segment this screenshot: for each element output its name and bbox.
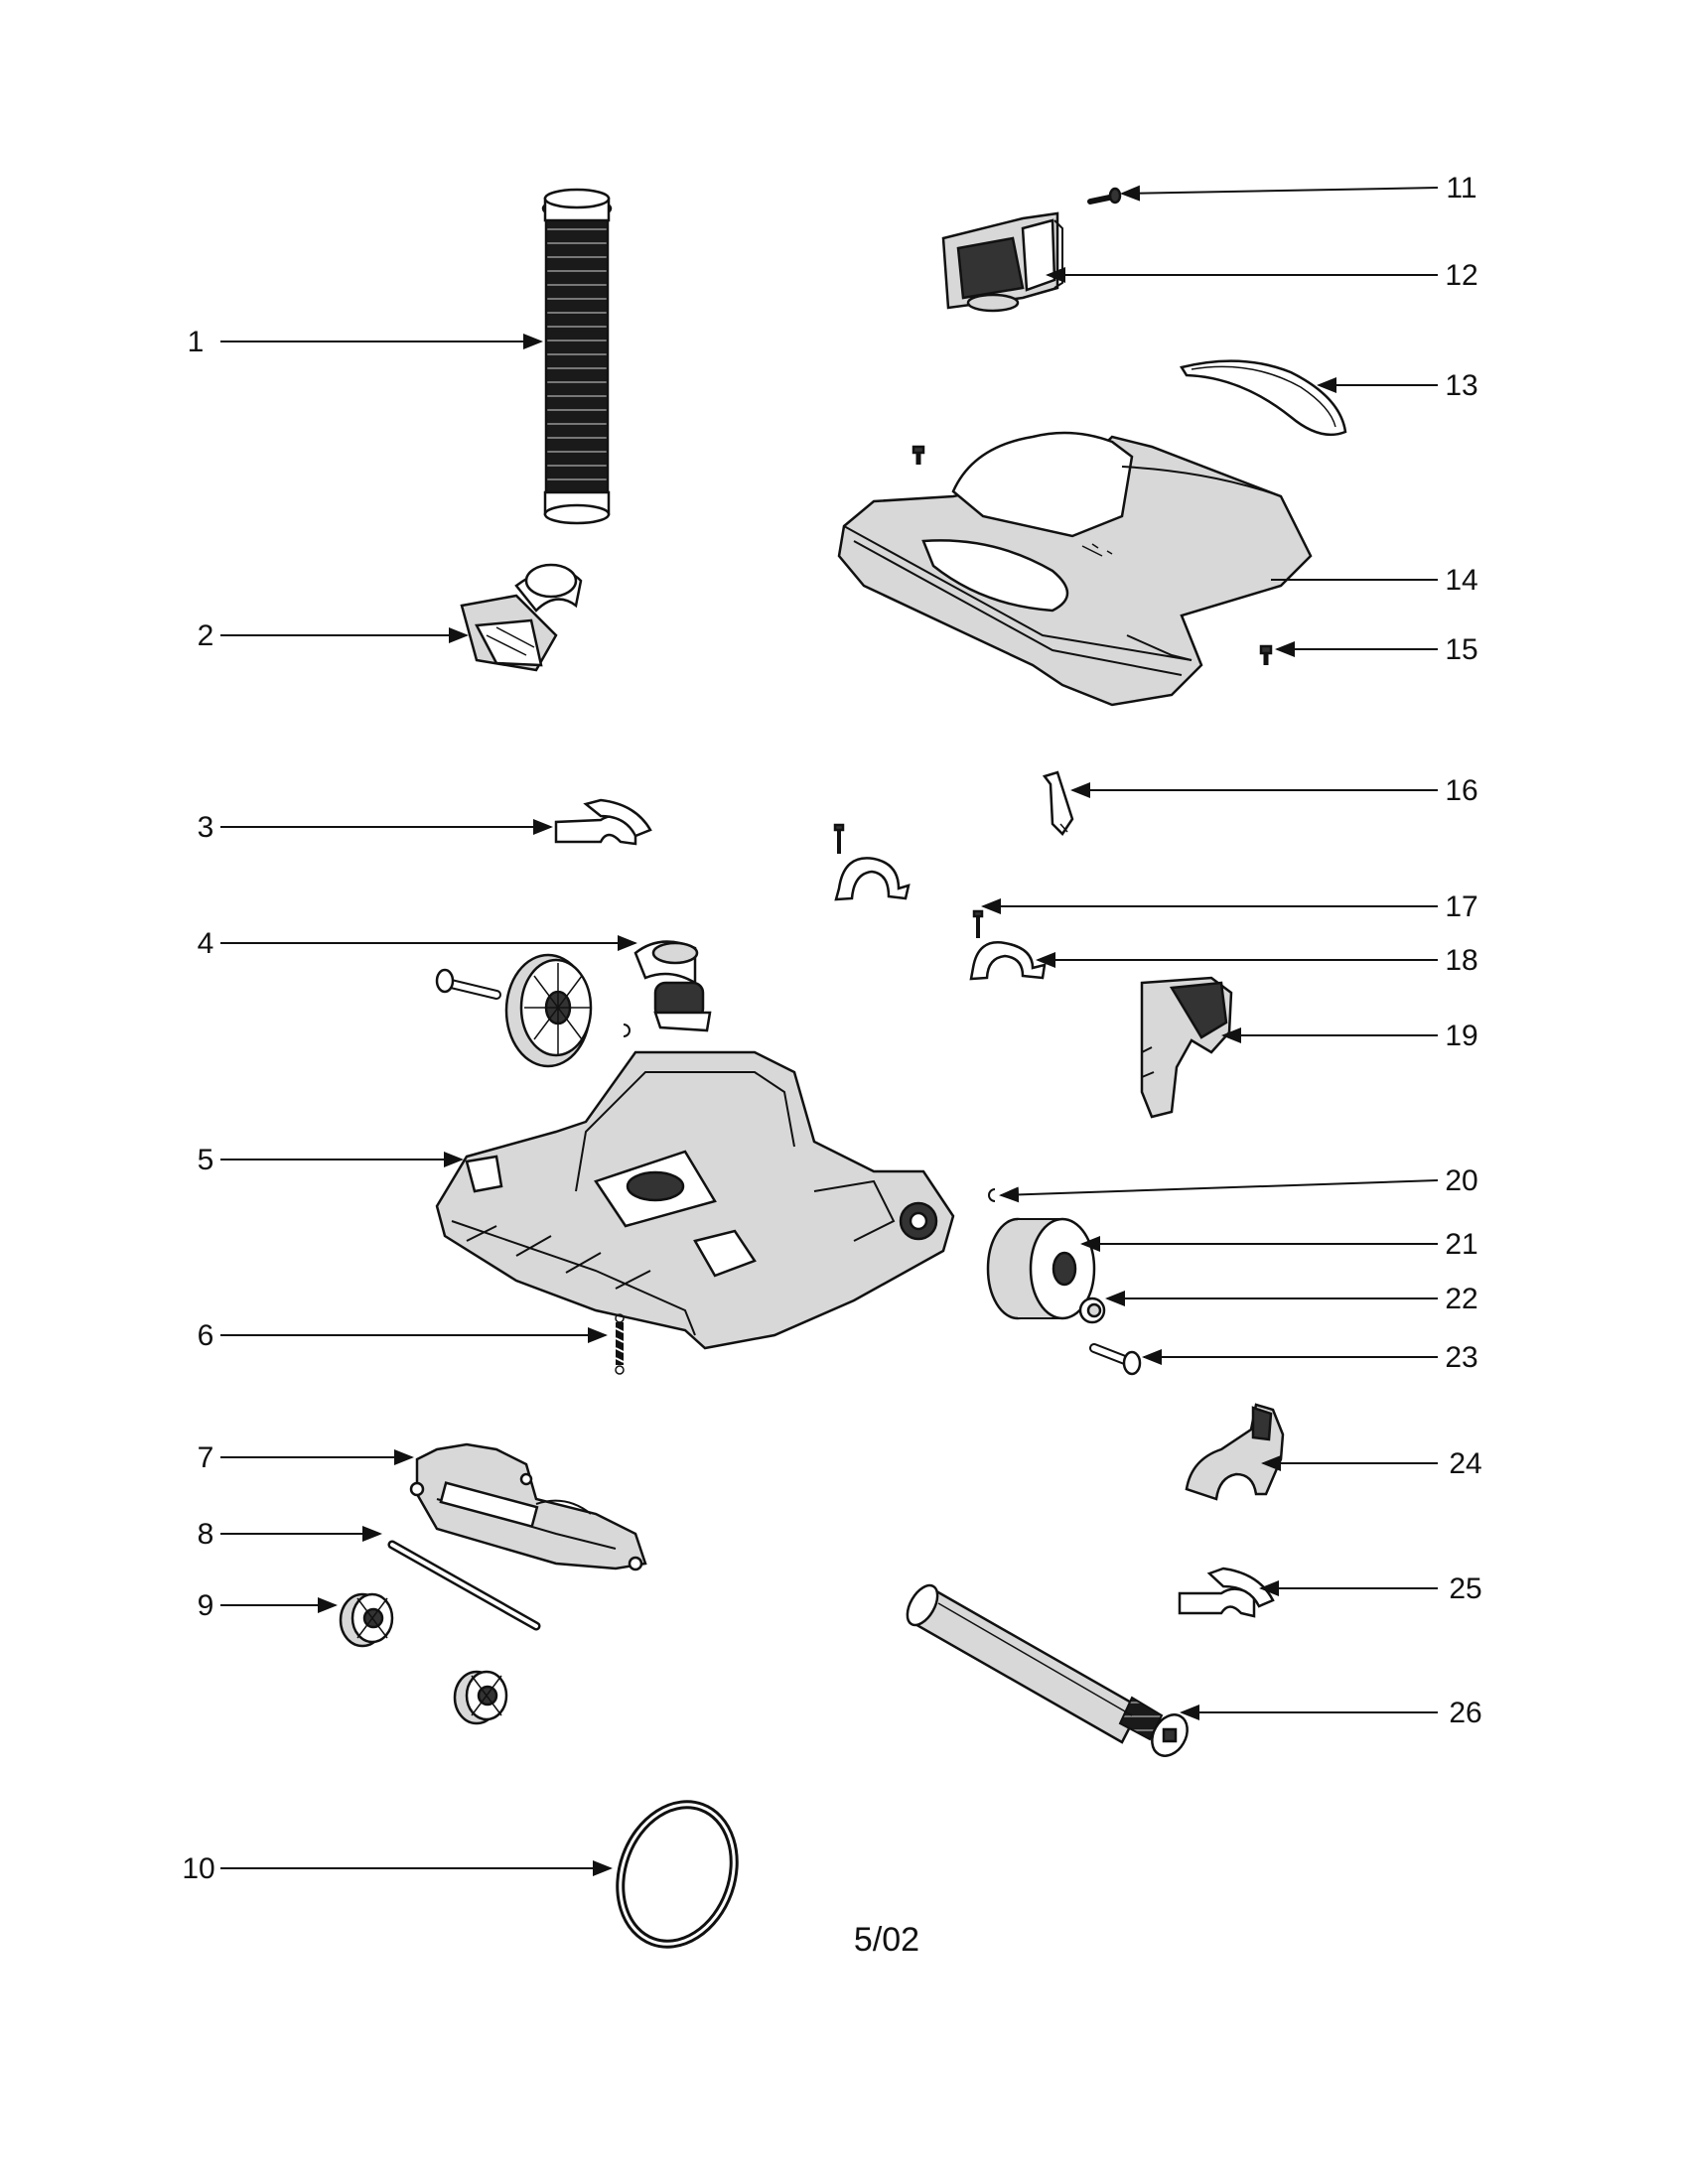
- part-20-clip: [988, 1188, 996, 1202]
- callout-2: 2: [198, 619, 214, 652]
- part-17-screw: [972, 909, 984, 938]
- part-10-belt: [616, 1800, 739, 1949]
- callout-leaders: [220, 185, 1439, 1876]
- callout-11: 11: [1446, 172, 1476, 205]
- part-1-hose: [541, 188, 613, 525]
- callout-9: 9: [198, 1589, 214, 1622]
- callout-19: 19: [1445, 1020, 1477, 1052]
- part-13-gasket: [1180, 359, 1347, 437]
- callout-21: 21: [1445, 1228, 1477, 1261]
- part-23-bolt: [1089, 1343, 1142, 1376]
- callout-12: 12: [1445, 259, 1477, 292]
- part-9-wheel-a: [339, 1592, 394, 1648]
- callout-8: 8: [198, 1518, 214, 1551]
- footer-date: 5/02: [854, 1921, 919, 1959]
- part-8-rod: [387, 1540, 541, 1631]
- callout-17: 17: [1445, 890, 1477, 923]
- part-19-nozzle: [1140, 976, 1233, 1119]
- part-2-adapter: [460, 563, 583, 672]
- part-11-screw: [1087, 187, 1122, 205]
- part-12-housing: [941, 211, 1063, 313]
- part-25-bracket: [1178, 1567, 1275, 1618]
- callout-numbers: 1 2 3 4 5 6 7 8 9 10 11 12 13 14 15 16 1…: [182, 172, 1481, 1885]
- axle-bolt-left: [435, 968, 501, 1000]
- callout-15: 15: [1445, 633, 1477, 666]
- callout-16: 16: [1445, 774, 1477, 807]
- callout-18: 18: [1445, 944, 1477, 977]
- callout-26: 26: [1449, 1697, 1481, 1729]
- callout-20: 20: [1445, 1164, 1477, 1197]
- part-26-brushroll: [906, 1583, 1189, 1757]
- part-4-connector: [633, 940, 712, 1032]
- callout-23: 23: [1445, 1341, 1477, 1374]
- callout-13: 13: [1445, 369, 1477, 402]
- callout-22: 22: [1445, 1283, 1477, 1315]
- part-16-clip: [1042, 770, 1074, 836]
- part-15-screw: [1259, 644, 1273, 665]
- clip-left: [623, 1024, 631, 1037]
- callout-10: 10: [182, 1852, 214, 1885]
- callout-25: 25: [1449, 1572, 1481, 1605]
- callout-7: 7: [198, 1441, 214, 1474]
- part-18-clamp: [969, 941, 1047, 981]
- callout-4: 4: [198, 927, 214, 960]
- part-7-brush-housing: [409, 1442, 647, 1571]
- part-24-pedal: [1185, 1403, 1285, 1501]
- callout-5: 5: [198, 1144, 214, 1176]
- part-9-wheel-b: [453, 1670, 508, 1725]
- callout-24: 24: [1449, 1447, 1481, 1480]
- part-14-hood: [837, 431, 1313, 707]
- hood-screw: [912, 445, 925, 465]
- part-21-wheel: [986, 1217, 1096, 1320]
- callout-1: 1: [188, 326, 205, 358]
- part-3-bracket: [554, 798, 652, 846]
- callout-6: 6: [198, 1319, 214, 1352]
- part-5-base: [435, 1050, 955, 1350]
- callout-3: 3: [198, 811, 214, 844]
- part-6-spring: [615, 1313, 625, 1375]
- strap-clamp-center: [833, 823, 911, 901]
- part-22-bushing: [1078, 1297, 1106, 1324]
- callout-14: 14: [1445, 564, 1477, 597]
- wheel-left: [504, 953, 593, 1068]
